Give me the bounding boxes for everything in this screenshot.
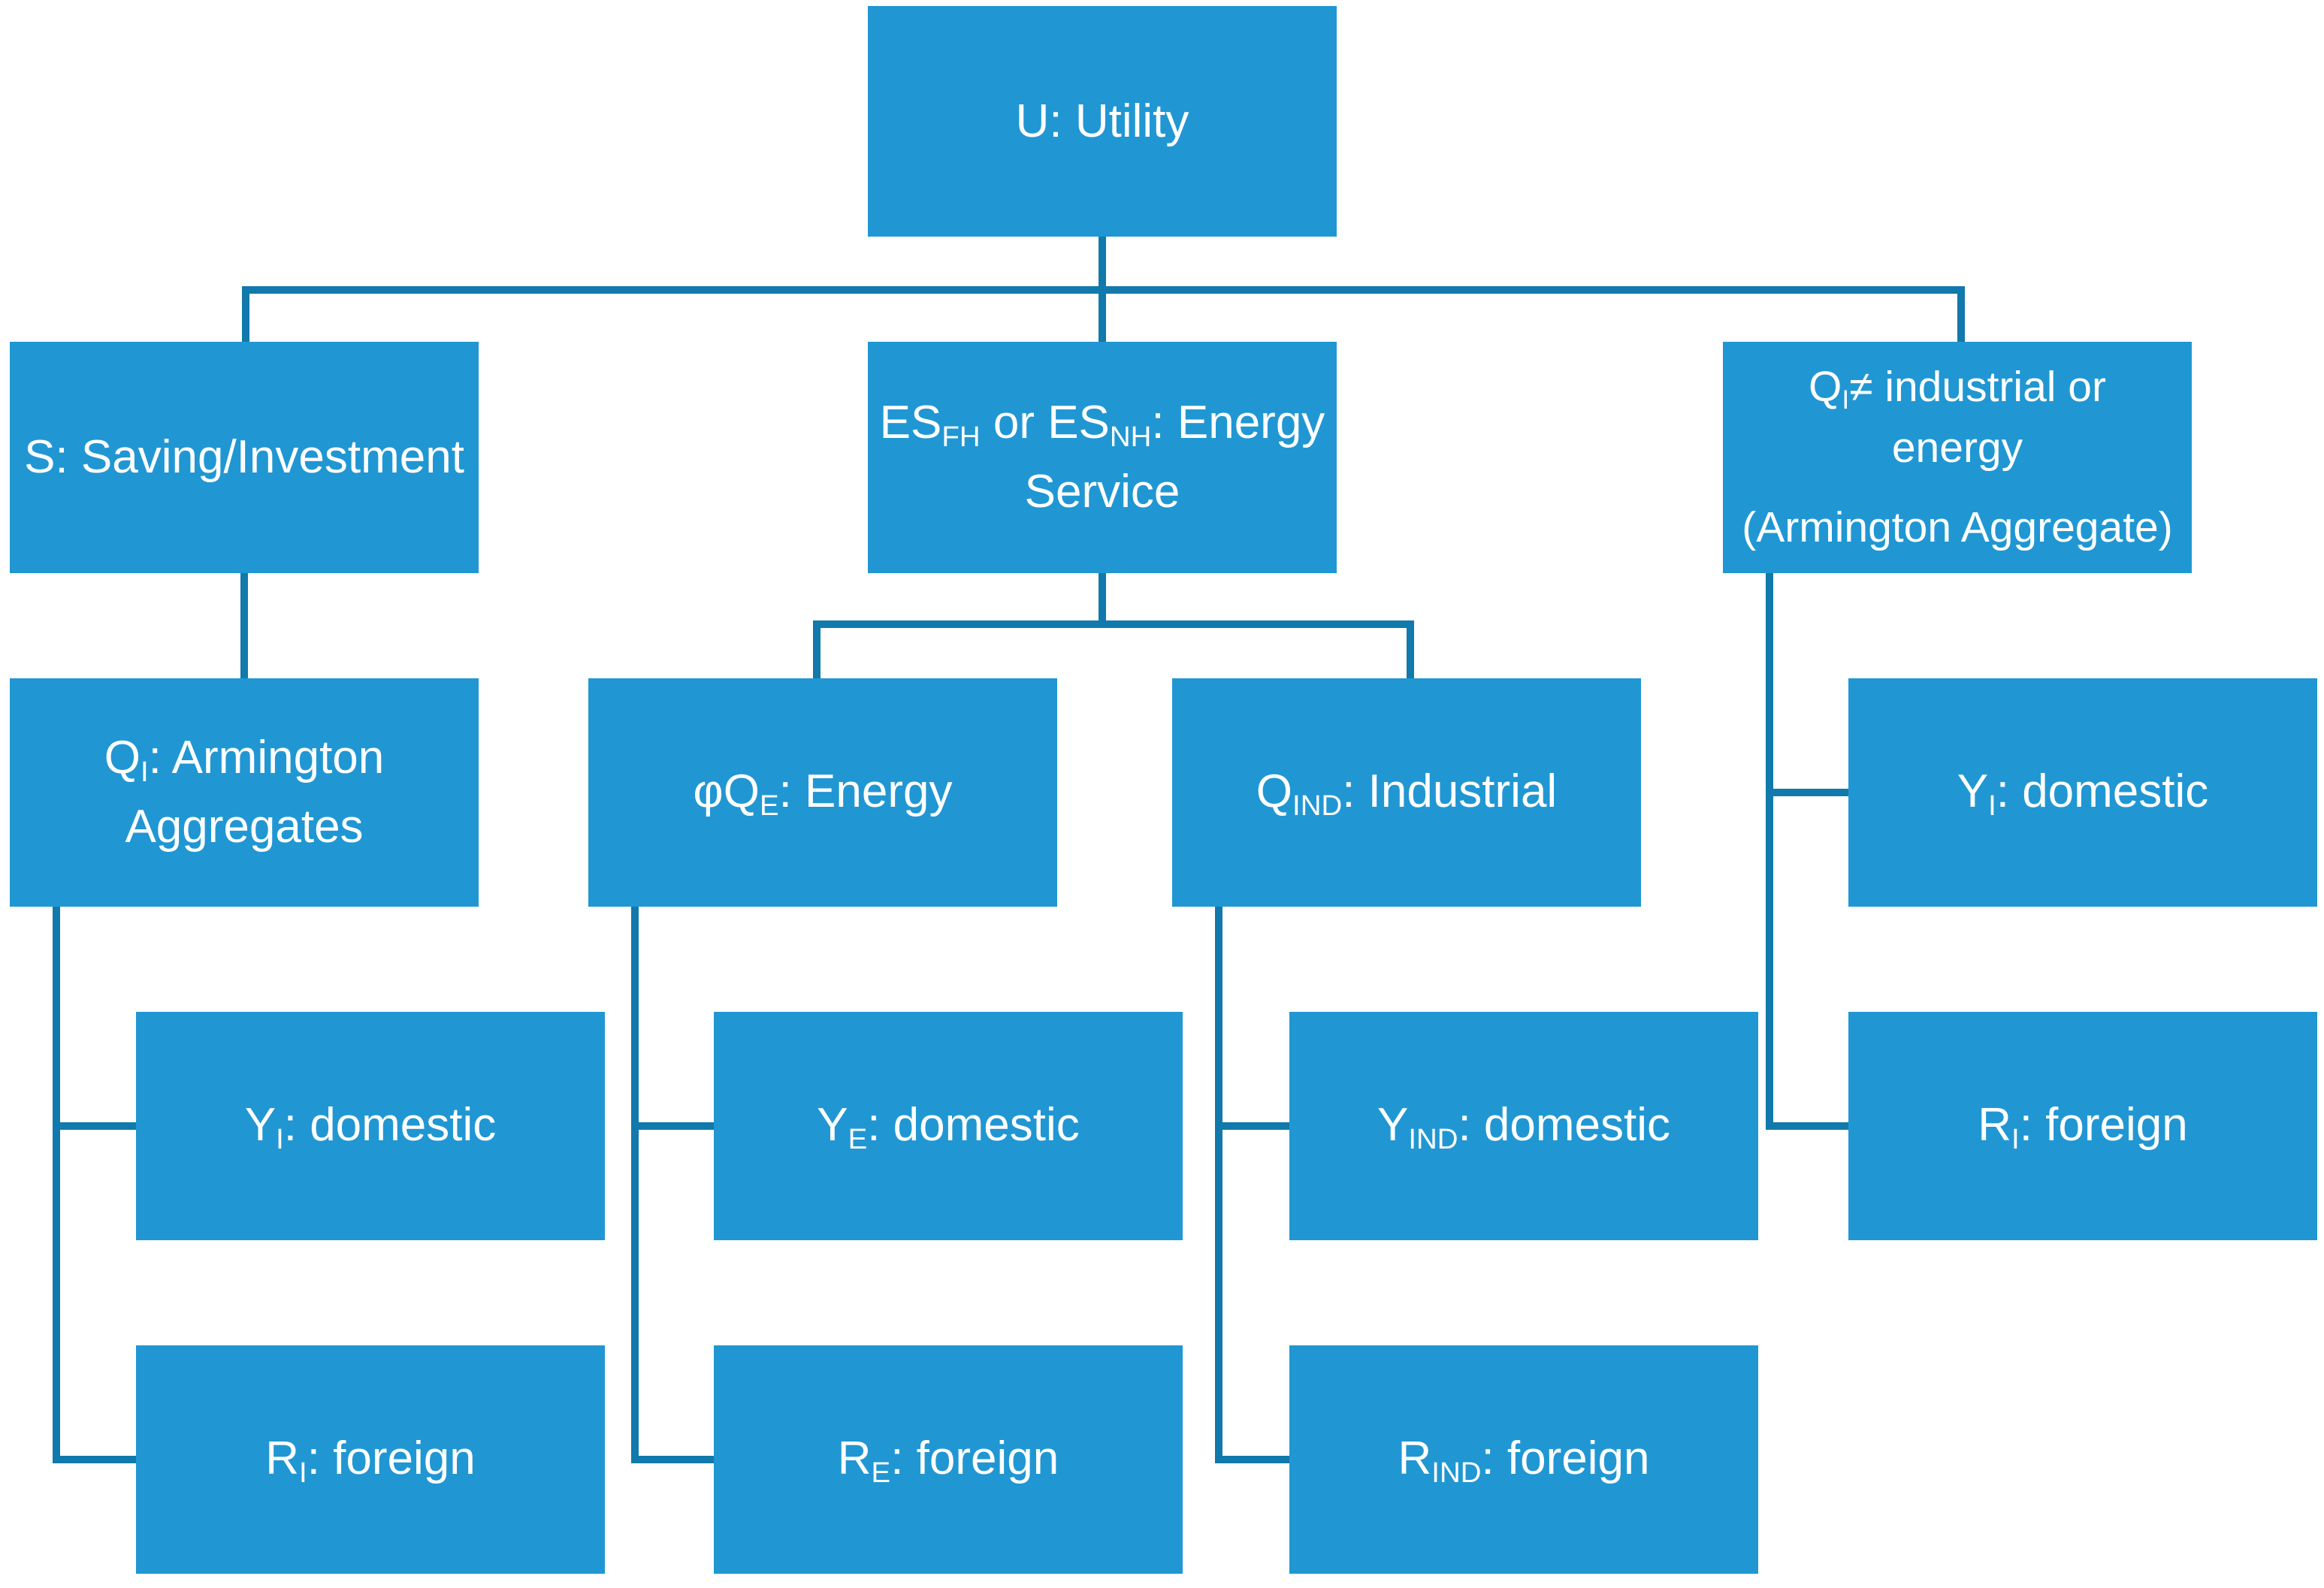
- node-ri-foreign-right: RI: foreign: [1848, 1012, 2317, 1240]
- connector-qind-to-rind: [1215, 1456, 1289, 1463]
- connector-saving-to-qi: [240, 573, 248, 678]
- connector-armington-to-ri: [1766, 1122, 1848, 1130]
- connector-armington-to-yi: [1766, 789, 1848, 796]
- node-label: YE: domestic: [817, 1099, 1080, 1155]
- connector-qind-hanging: [1215, 907, 1222, 1463]
- node-label: S: Saving/Investment: [24, 431, 464, 484]
- node-label: RIND: foreign: [1398, 1433, 1650, 1489]
- connector-es-horizontal: [813, 620, 1414, 628]
- node-label: φQE: Energy: [693, 765, 953, 822]
- node-label: QIND: Industrial: [1256, 765, 1558, 822]
- node-label: YIND: domestic: [1377, 1099, 1671, 1155]
- node-yind-domestic: YIND: domestic: [1289, 1012, 1758, 1240]
- connector-qi-hanging: [53, 907, 60, 1463]
- connector-qi-to-yi: [53, 1122, 136, 1130]
- node-yi-domestic-right: YI: domestic: [1848, 678, 2317, 907]
- connector-qind-to-yind: [1215, 1122, 1289, 1130]
- connector-top-to-energy-service: [1099, 294, 1106, 342]
- node-qind-industrial: QIND: Industrial: [1172, 678, 1641, 907]
- connector-top-to-armington: [1957, 290, 1965, 342]
- connector-top-horizontal: [242, 286, 1965, 294]
- node-s-saving-investment: S: Saving/Investment: [10, 342, 479, 573]
- node-phi-qe-energy: φQE: Energy: [588, 678, 1057, 907]
- connector-armington-hanging: [1766, 573, 1773, 1130]
- node-label: RI: foreign: [265, 1433, 476, 1489]
- node-ye-domestic: YE: domestic: [714, 1012, 1183, 1240]
- connector-phiqe-to-re: [631, 1456, 714, 1463]
- node-label: YI: domestic: [1957, 765, 2209, 822]
- connector-phiqe-to-ye: [631, 1122, 714, 1130]
- connector-es-to-energy: [813, 628, 821, 678]
- node-label: RI: foreign: [1978, 1099, 2188, 1155]
- node-yi-domestic: YI: domestic: [136, 1012, 605, 1240]
- connector-qi-to-ri: [53, 1456, 136, 1463]
- node-label: RE: foreign: [837, 1433, 1059, 1489]
- node-u-utility: U: Utility: [868, 6, 1337, 237]
- connector-u-drop: [1099, 237, 1106, 290]
- node-label: U: Utility: [1015, 95, 1189, 147]
- connector-es-drop: [1099, 573, 1106, 624]
- node-rind-foreign: RIND: foreign: [1289, 1345, 1758, 1574]
- connector-phiqe-hanging: [631, 907, 639, 1463]
- connector-top-to-saving: [242, 290, 249, 342]
- connector-es-to-industrial: [1407, 628, 1414, 678]
- node-re-foreign: RE: foreign: [714, 1345, 1183, 1574]
- node-label: YI: domestic: [244, 1099, 497, 1155]
- node-ri-foreign: RI: foreign: [136, 1345, 605, 1574]
